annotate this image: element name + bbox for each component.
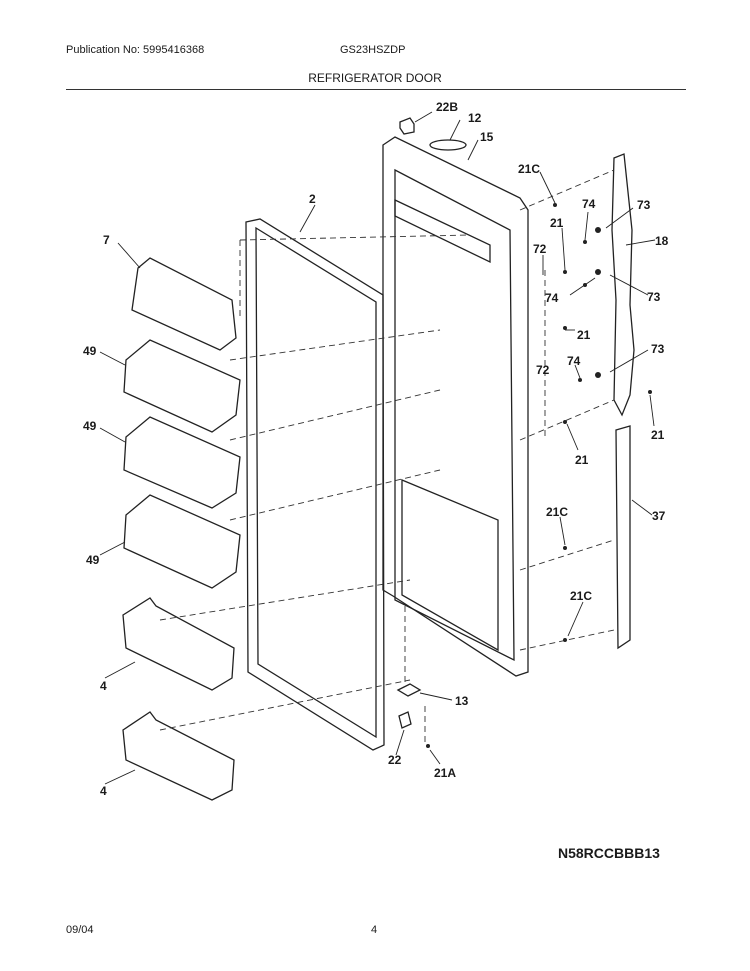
callout-21C-low: 21C (570, 589, 592, 603)
callout-15: 15 (480, 130, 494, 144)
door-bin-4-b (122, 711, 235, 801)
lower-handle (615, 425, 631, 650)
bushing-22 (398, 711, 412, 729)
callout-74-b: 74 (545, 291, 559, 305)
header-rule (66, 89, 686, 90)
callout-4-a: 4 (100, 679, 107, 693)
section-title: REFRIGERATOR DOOR (308, 71, 442, 85)
callout-73-a: 73 (637, 198, 651, 212)
door-bin-49-b (123, 416, 241, 509)
publication-number: Publication No: 5995416368 (66, 44, 205, 56)
callout-13: 13 (455, 694, 469, 708)
door-bin-49-c (123, 494, 241, 589)
footer-date: 09/04 (66, 924, 94, 936)
callout-22B: 22B (436, 100, 458, 114)
callout-21C-mid: 21C (546, 505, 568, 519)
door-top-shelf (394, 198, 491, 264)
callout-21-b: 21 (577, 328, 591, 342)
callout-73-c: 73 (651, 342, 665, 356)
callout-49-a: 49 (83, 344, 97, 358)
callout-37: 37 (652, 509, 666, 523)
callout-7: 7 (103, 233, 110, 247)
callout-21C-top: 21C (518, 162, 540, 176)
callout-21-d: 21 (575, 453, 589, 467)
dairy-door-7 (131, 257, 237, 351)
callout-74-a: 74 (582, 197, 596, 211)
callout-18: 18 (655, 234, 669, 248)
callout-4-b: 4 (100, 784, 107, 798)
door-dispenser-recess (401, 479, 499, 652)
callout-21A: 21A (434, 766, 456, 780)
callout-72-b: 72 (536, 363, 550, 377)
page-number: 4 (371, 924, 378, 936)
callout-21-a: 21 (550, 216, 564, 230)
door-gasket (245, 218, 385, 751)
callout-2: 2 (309, 192, 316, 206)
callout-21-c: 21 (651, 428, 665, 442)
callout-12: 12 (468, 111, 482, 125)
upper-handle (611, 153, 635, 417)
door-bin-49-a (123, 339, 241, 433)
cover-12 (429, 139, 467, 151)
cap-22B (399, 117, 415, 135)
model-number: GS23HSZDP (340, 44, 406, 56)
callout-72-a: 72 (533, 242, 547, 256)
diagram-code: N58RCCBBB13 (558, 845, 660, 861)
callout-73-b: 73 (647, 290, 661, 304)
door-frame (382, 136, 529, 677)
hinge-13 (396, 683, 422, 697)
callout-49-c: 49 (86, 553, 100, 567)
callout-49-b: 49 (83, 419, 97, 433)
door-bin-4-a (122, 597, 235, 691)
door-inner-liner (394, 168, 515, 662)
callout-74-c: 74 (567, 354, 581, 368)
callout-22: 22 (388, 753, 402, 767)
